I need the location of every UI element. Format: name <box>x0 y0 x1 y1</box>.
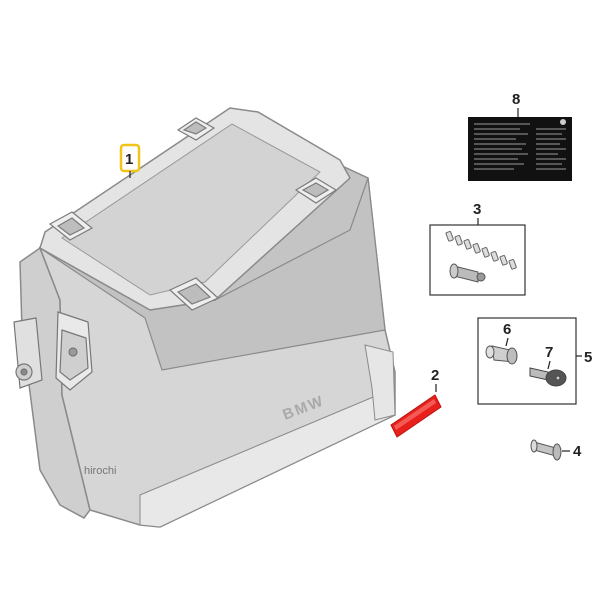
reflector-strip-shine <box>394 399 436 430</box>
callout-7-label: 7 <box>545 344 553 361</box>
case-lid-panel <box>61 123 321 296</box>
warning-label-logo-icon <box>560 119 566 125</box>
lid-handle-rear-right <box>294 177 338 204</box>
clip-pieces <box>445 230 517 270</box>
warning-label-text-lines <box>474 123 566 170</box>
callout-6-leader <box>505 337 509 347</box>
lid-handle-rear-left <box>176 117 216 141</box>
front-latch <box>55 311 93 391</box>
part-4-screw: 4 <box>530 439 582 461</box>
callout-1-label: 1 <box>125 151 133 168</box>
case-bottom-band <box>139 394 396 528</box>
part-3-group-box <box>429 224 526 296</box>
aluminium-top-case: BMW <box>13 107 396 528</box>
callout-4-label: 4 <box>573 443 582 460</box>
part-5-group-box <box>477 317 577 405</box>
part-3-clip-kit: 3 <box>429 201 526 296</box>
part-2-reflector: 2 <box>390 367 442 438</box>
case-corner-protector <box>364 344 396 421</box>
part-8-warning-label: 8 <box>468 91 572 181</box>
screw-icon <box>530 439 562 461</box>
part-5-lock-set: 5 6 7 <box>477 317 592 405</box>
callout-6-label: 6 <box>503 321 511 338</box>
side-lock <box>13 317 43 389</box>
callout-7-leader <box>547 360 551 370</box>
callout-2-label: 2 <box>431 367 439 384</box>
callout-1: 1 <box>119 143 141 178</box>
lid-handle-front-left <box>48 211 94 241</box>
callout-8-label: 8 <box>512 91 520 108</box>
part-7-key <box>529 367 567 387</box>
callout-5-label: 5 <box>584 349 592 366</box>
callout-3-label: 3 <box>473 201 481 218</box>
watermark: hirochi <box>84 465 116 477</box>
lid-handle-front-right <box>168 277 220 311</box>
clip-screw <box>449 263 486 283</box>
part-6-lock-cylinder <box>485 345 518 365</box>
